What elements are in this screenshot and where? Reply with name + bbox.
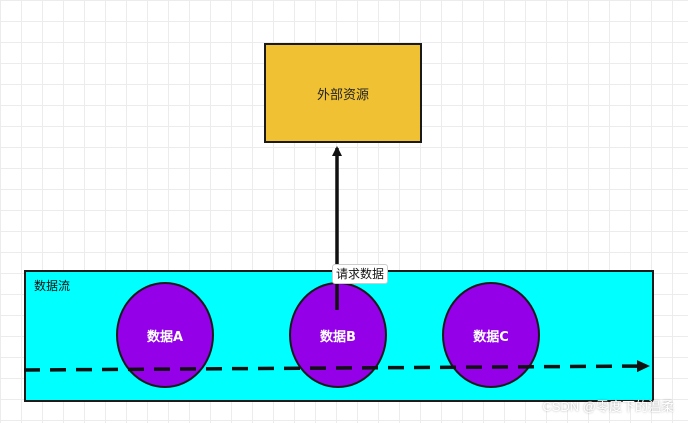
watermark: CSDN @零度下的温柔 bbox=[542, 399, 674, 414]
data-node-c: 数据C bbox=[442, 282, 540, 388]
data-node-b-label: 数据B bbox=[320, 329, 356, 345]
request-edge-label: 请求数据 bbox=[332, 264, 389, 284]
data-node-c-label: 数据C bbox=[473, 329, 509, 345]
external-resource-box: 外部资源 bbox=[264, 43, 422, 143]
data-stream-label: 数据流 bbox=[34, 279, 71, 293]
data-node-a-label: 数据A bbox=[146, 329, 184, 345]
flow-arrow bbox=[23, 360, 650, 373]
external-resource-label: 外部资源 bbox=[316, 87, 369, 103]
